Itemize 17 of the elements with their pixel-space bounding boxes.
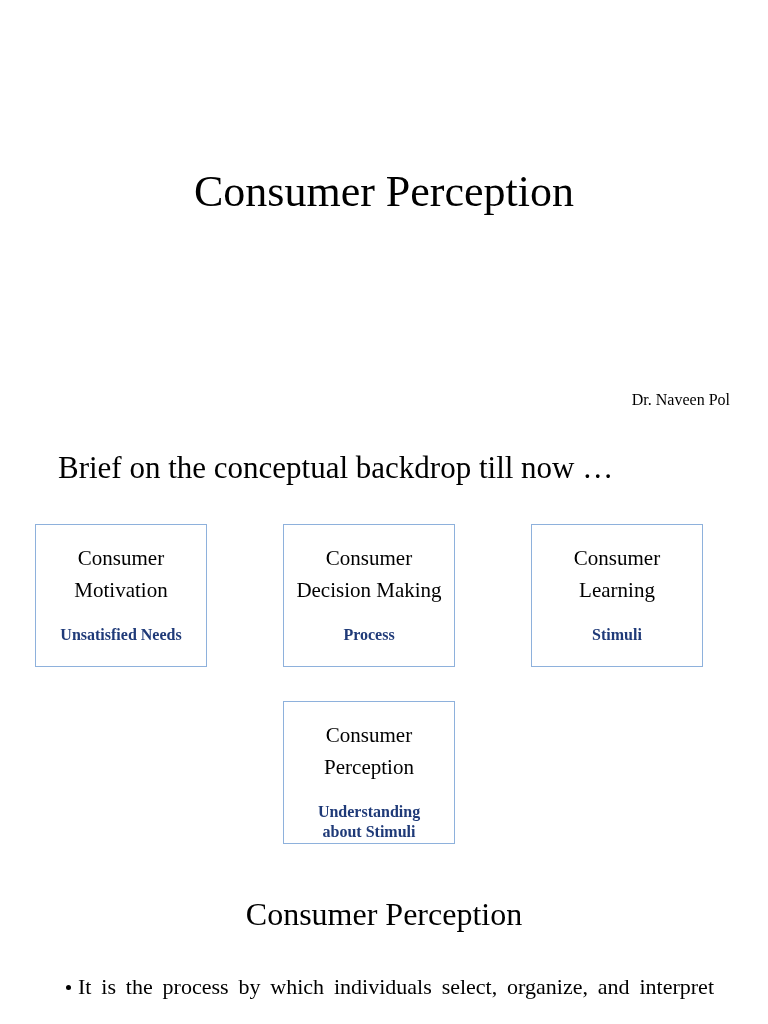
concept-box xyxy=(531,524,703,667)
box-heading: Consumer Learning xyxy=(572,545,662,604)
box-subtitle: Understanding about Stimuli xyxy=(316,802,422,842)
section-heading: Consumer Perception xyxy=(244,895,524,934)
box-heading: Consumer Motivation xyxy=(73,545,169,604)
concept-box xyxy=(35,524,207,667)
box-subtitle: Process xyxy=(342,625,396,645)
section-heading: Brief on the conceptual backdrop till now … xyxy=(58,449,615,487)
box-heading: Consumer Perception xyxy=(323,722,415,781)
slide-title: Consumer Perception xyxy=(192,166,575,218)
box-subtitle: Stimuli xyxy=(591,625,643,645)
bullet-text: It is the process by which individuals select, organize, and interpret xyxy=(78,973,714,1001)
concept-box xyxy=(283,701,455,844)
box-subtitle: Unsatisfied Needs xyxy=(59,625,183,645)
author-name: Dr. Naveen Pol xyxy=(630,390,730,410)
concept-box xyxy=(283,524,455,667)
box-heading: Consumer Decision Making xyxy=(295,545,443,604)
